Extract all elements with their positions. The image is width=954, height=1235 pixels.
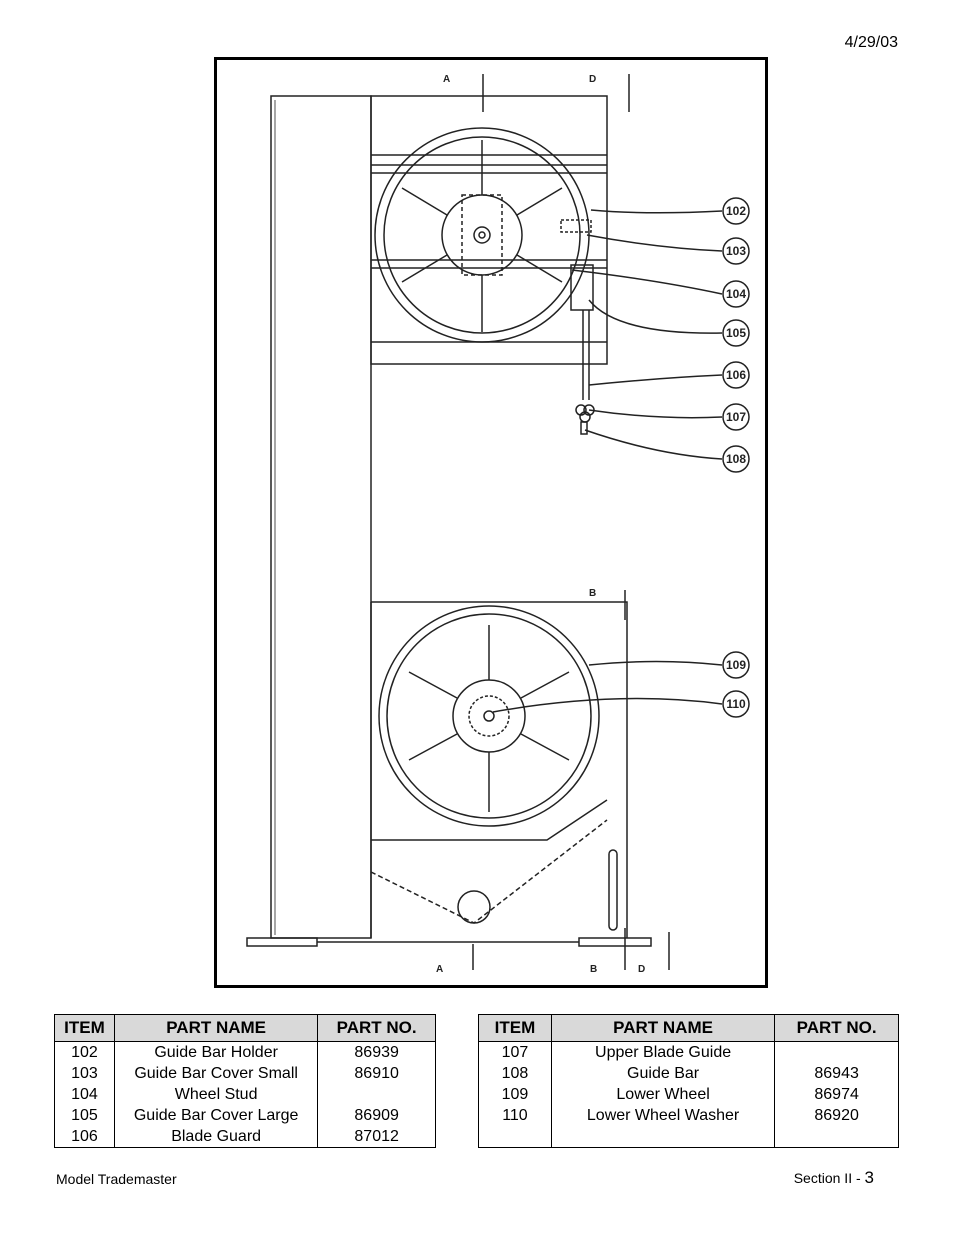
part-no-cell: 86939 [317, 1041, 436, 1063]
part-name-cell: Lower Wheel Washer [550, 1105, 776, 1126]
item-cell: 105 [54, 1105, 115, 1126]
item-cell: 107 [478, 1041, 552, 1063]
callout-106: 106 [726, 368, 746, 382]
part-name-cell: Lower Wheel [550, 1084, 776, 1105]
section-label-b-bottom: B [590, 964, 597, 975]
part-no-cell [774, 1126, 899, 1148]
part-name-cell [550, 1126, 776, 1148]
table-row: 103 Guide Bar Cover Small 86910 [54, 1063, 436, 1084]
section-label-b-top: B [589, 588, 596, 599]
col-header-part-no: PART NO. [317, 1014, 436, 1042]
col-header-part-name: PART NAME [550, 1014, 776, 1042]
section-label-a-bottom: A [436, 964, 443, 975]
upper-housing [370, 95, 608, 365]
footer-model: Model Trademaster [56, 1171, 177, 1187]
table-row: 104 Wheel Stud [54, 1084, 436, 1105]
table-row: 108 Guide Bar 86943 [478, 1063, 899, 1084]
frame-column [270, 95, 372, 939]
base-right [578, 937, 652, 947]
part-name-cell: Guide Bar [550, 1063, 776, 1084]
guide-bar-cover [560, 219, 592, 233]
item-cell: 106 [54, 1126, 115, 1148]
part-name-cell: Guide Bar Holder [113, 1041, 319, 1063]
callout-109: 109 [726, 658, 746, 672]
upper-wheel [374, 127, 590, 343]
callout-104: 104 [726, 287, 746, 301]
part-no-cell: 86910 [317, 1063, 436, 1084]
table-row [478, 1126, 899, 1148]
item-cell: 109 [478, 1084, 552, 1105]
table-row: 106 Blade Guard 87012 [54, 1126, 436, 1148]
part-no-cell: 86974 [774, 1084, 899, 1105]
item-cell: 110 [478, 1105, 552, 1126]
part-no-cell: 87012 [317, 1126, 436, 1148]
callout-110: 110 [726, 697, 746, 711]
table-row: 102 Guide Bar Holder 86939 [54, 1041, 436, 1063]
callout-107: 107 [726, 410, 746, 424]
part-no-cell [774, 1041, 899, 1063]
section-label-d-top: D [589, 74, 596, 85]
item-cell [478, 1126, 552, 1148]
footer-page-number: 3 [864, 1168, 874, 1187]
lower-wheel [378, 605, 600, 827]
lower-pulley [457, 890, 491, 924]
col-header-item: ITEM [478, 1014, 552, 1042]
parts-table-left: ITEM PART NAME PART NO. 102 Guide Bar Ho… [54, 1014, 436, 1148]
bandsaw-parts-drawing: A D B A B D 102 103 104 105 106 107 108 [214, 57, 768, 988]
footer-section: Section II - 3 [794, 1168, 874, 1188]
part-name-cell: Wheel Stud [113, 1084, 319, 1105]
col-header-part-name: PART NAME [113, 1014, 319, 1042]
part-no-cell [317, 1084, 436, 1105]
part-name-cell: Guide Bar Cover Large [113, 1105, 319, 1126]
callout-105: 105 [726, 326, 746, 340]
item-cell: 102 [54, 1041, 115, 1063]
parts-table-right: ITEM PART NAME PART NO. 107 Upper Blade … [478, 1014, 899, 1148]
item-cell: 103 [54, 1063, 115, 1084]
page-date: 4/29/03 [844, 34, 898, 51]
part-no-cell: 86909 [317, 1105, 436, 1126]
item-cell: 104 [54, 1084, 115, 1105]
part-name-cell: Blade Guard [113, 1126, 319, 1148]
footer-section-label: Section II - [793, 1170, 861, 1186]
col-header-item: ITEM [54, 1014, 115, 1042]
base-left [246, 937, 318, 947]
table-row: 110 Lower Wheel Washer 86920 [478, 1105, 899, 1126]
table-row: 105 Guide Bar Cover Large 86909 [54, 1105, 436, 1126]
part-name-cell: Guide Bar Cover Small [113, 1063, 319, 1084]
part-name-cell: Upper Blade Guide [550, 1041, 776, 1063]
adjustment-slot [608, 849, 618, 931]
section-label-a-top: A [443, 74, 450, 85]
table-row: 107 Upper Blade Guide [478, 1041, 899, 1063]
part-no-cell: 86920 [774, 1105, 899, 1126]
callout-103: 103 [726, 244, 746, 258]
lower-housing [370, 601, 628, 938]
section-label-d-bottom: D [638, 964, 645, 975]
guide-bar-holder [570, 264, 594, 311]
callout-102: 102 [726, 204, 746, 218]
item-cell: 108 [478, 1063, 552, 1084]
table-row: 109 Lower Wheel 86974 [478, 1084, 899, 1105]
col-header-part-no: PART NO. [774, 1014, 899, 1042]
part-no-cell: 86943 [774, 1063, 899, 1084]
callout-108: 108 [726, 452, 746, 466]
